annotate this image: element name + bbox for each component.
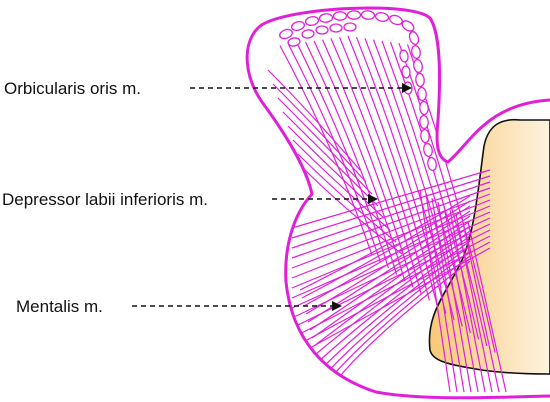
mentalis-fiber <box>319 245 471 371</box>
mandible-bone <box>428 118 550 375</box>
upper-fan-fiber <box>364 38 455 321</box>
orbicularis-fiber-cross-section <box>408 31 420 45</box>
orbicularis-fiber-cross-section <box>427 156 437 172</box>
orbicularis-fiber-cross-section <box>389 14 403 26</box>
orbicularis-fiber-cross-section <box>401 20 415 32</box>
orbicularis-fiber-cross-section <box>360 10 376 20</box>
orbicularis-fiber-cross-section <box>290 20 306 32</box>
orbicularis-fiber-cross-section <box>343 22 357 32</box>
depressor-labii-label: Depressor labii inferioris m. <box>2 190 208 209</box>
upper-fan-fiber <box>389 41 480 340</box>
mentalis-fiber <box>301 200 471 299</box>
upper-fan-fiber <box>304 41 398 275</box>
orbicularis-fiber-cross-section <box>411 44 421 60</box>
orbicularis-fiber-cross-section <box>401 65 411 79</box>
orbicularis-fiber-cross-section <box>332 11 348 21</box>
lower-steep-fiber <box>449 209 486 393</box>
orbicularis-fiber-cross-section <box>417 86 427 102</box>
lower-steep-fiber <box>431 197 465 393</box>
mentalis-fiber <box>299 195 471 291</box>
orbicularis-fiber-cross-section <box>287 37 301 47</box>
left-curve-fiber <box>267 69 361 171</box>
orbicularis-fiber-cross-section <box>374 12 390 22</box>
mentalis-fiber <box>313 230 471 347</box>
left-curve-fiber <box>272 83 367 183</box>
left-curve-fiber <box>297 153 397 243</box>
orbicularis-fiber-cross-section <box>399 49 409 63</box>
orbicularis-oris-fibers <box>279 10 437 172</box>
orbicularis-fiber-cross-section <box>419 100 429 116</box>
depressor-fiber <box>291 199 491 279</box>
orbicularis-fiber-cross-section <box>423 142 433 158</box>
lower-steep-fiber <box>461 217 500 393</box>
lip-outline <box>256 6 550 164</box>
upper-fan-fiber <box>313 40 406 282</box>
depressor-fiber <box>291 181 491 249</box>
depressor-fiber <box>291 187 491 259</box>
mentalis-label: Mentalis m. <box>16 297 103 316</box>
upper-fan-fiber <box>287 44 381 262</box>
upper-fan-fiber <box>398 42 488 347</box>
mentalis-fiber <box>315 235 471 355</box>
orbicularis-fiber-cross-section <box>304 16 320 26</box>
left-curve-fiber <box>277 97 373 195</box>
mentalis-fiber <box>321 250 471 379</box>
orbicularis-fiber-cross-section <box>315 25 329 35</box>
orbicularis-fiber-cross-section <box>419 114 429 130</box>
depressor-fiber <box>291 235 491 339</box>
left-curve-fiber <box>282 111 379 207</box>
orbicularis-fiber-cross-section <box>413 58 423 74</box>
orbicularis-fiber-cross-section <box>329 23 343 33</box>
upper-fan-fiber <box>321 39 414 288</box>
left-curve-fiber <box>287 125 385 219</box>
lower-steep-fiber <box>437 201 472 393</box>
mentalis-fiber <box>309 220 471 331</box>
depressor-fiber <box>291 169 491 229</box>
left-curve-fiber <box>292 139 391 231</box>
mentalis-fiber <box>311 225 471 339</box>
upper-fan-fiber <box>296 42 389 269</box>
orbicularis-fiber-cross-section <box>420 128 430 144</box>
lower-steep-fiber <box>419 189 451 393</box>
lower-steep-fiber <box>467 221 507 393</box>
upper-fan-fiber <box>279 45 373 256</box>
lower-steep-fiber <box>455 213 493 393</box>
depressor-fiber <box>291 175 491 239</box>
mentalis-fiber <box>305 210 471 315</box>
mentalis-fiber <box>307 215 471 323</box>
orbicularis-fiber-cross-section <box>415 72 425 88</box>
orbicularis-fiber-cross-section <box>279 28 293 40</box>
orbicularis-oris-label: Orbicularis oris m. <box>4 79 141 98</box>
lower-steep-fiber <box>443 205 479 393</box>
depressor-fiber <box>291 193 491 269</box>
orbicularis-fiber-cross-section <box>301 29 315 39</box>
orbicularis-fiber-cross-section <box>346 10 362 20</box>
orbicularis-fiber-cross-section <box>318 13 334 23</box>
chin-outline <box>245 26 550 400</box>
muscle-fibers <box>267 35 507 395</box>
lower-steep-fiber <box>425 193 458 393</box>
